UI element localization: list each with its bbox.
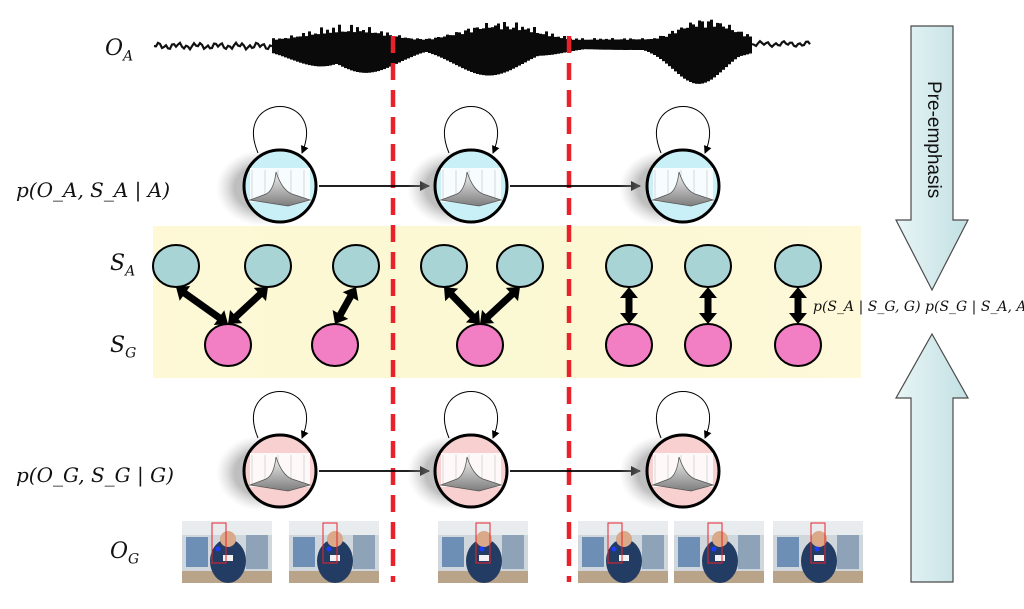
label-oa: OA xyxy=(105,36,134,65)
sg-node-4 xyxy=(605,323,653,367)
video-frame-thumbnail xyxy=(578,521,668,583)
gesture-state-3 xyxy=(619,391,721,511)
sa-node-7 xyxy=(684,244,732,288)
audio-state-3 xyxy=(619,106,721,226)
pre-emphasis-arrow-up xyxy=(894,332,970,583)
sa-node-1 xyxy=(152,244,200,288)
audio-state-1 xyxy=(216,106,318,226)
video-frame-thumbnail xyxy=(674,521,764,583)
label-sa: SA xyxy=(110,251,136,280)
sa-node-8 xyxy=(774,244,822,288)
gaussian-surface-icon xyxy=(248,453,312,492)
gaussian-surface-icon xyxy=(439,168,503,207)
coupling-double-arrow-3 xyxy=(332,287,359,324)
sg-node-5 xyxy=(684,323,732,367)
sa-node-5 xyxy=(496,244,544,288)
sa-node-6 xyxy=(605,244,653,288)
pre-emphasis-label: Pre-emphasis xyxy=(923,81,944,199)
coupling-double-arrow-7 xyxy=(699,287,717,324)
gaussian-surface-icon xyxy=(248,168,312,207)
sg-node-1 xyxy=(204,323,252,367)
audio-state-3-self-loop xyxy=(655,106,712,154)
sa-node-4 xyxy=(420,244,468,288)
audio-state-2-self-loop xyxy=(443,106,500,154)
gaussian-surface-icon xyxy=(651,168,715,207)
gesture-state-2 xyxy=(407,391,509,511)
sg-node-3 xyxy=(456,323,504,367)
audio-waveform xyxy=(153,19,811,84)
coupling-double-arrow-6 xyxy=(620,287,638,324)
pre-emphasis-arrow-down xyxy=(895,25,969,292)
sa-node-3 xyxy=(332,244,380,288)
label-og: OG xyxy=(110,539,140,568)
video-frame-thumbnail xyxy=(773,521,863,583)
audio-state-1-self-loop xyxy=(252,106,309,154)
label-coupling: p(S_A | S_G, G) p(S_G | S_A, A) xyxy=(813,299,1024,315)
label-sg: SG xyxy=(110,333,137,362)
gesture-state-2-self-loop xyxy=(443,391,500,439)
coupling-double-arrow-8 xyxy=(789,287,807,324)
coupling-double-arrow-4 xyxy=(444,287,480,324)
gaussian-surface-icon xyxy=(651,453,715,492)
audio-state-2 xyxy=(407,106,509,226)
label-p-gesture: p(O_G, S_G | G) xyxy=(16,463,174,487)
video-frame-thumbnail xyxy=(182,521,272,583)
video-frame-thumbnail xyxy=(289,521,379,583)
coupling-double-arrow-2 xyxy=(228,287,268,324)
gesture-state-1-self-loop xyxy=(252,391,309,439)
coupling-double-arrow-1 xyxy=(176,286,228,325)
sa-node-2 xyxy=(244,244,292,288)
label-p-audio: p(O_A, S_A | A) xyxy=(16,178,171,202)
coupling-double-arrow-5 xyxy=(480,287,520,324)
gaussian-surface-icon xyxy=(439,453,503,492)
sg-node-6 xyxy=(774,323,822,367)
gesture-state-3-self-loop xyxy=(655,391,712,439)
gesture-state-1 xyxy=(216,391,318,511)
sg-node-2 xyxy=(311,323,359,367)
video-frame-thumbnail xyxy=(438,521,528,583)
